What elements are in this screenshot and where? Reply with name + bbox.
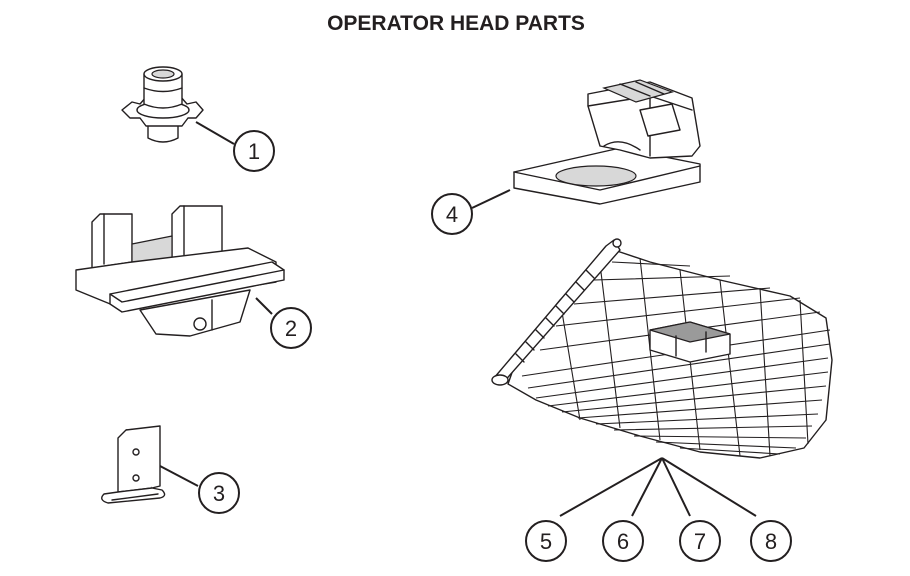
- callout-1-label: 1: [248, 139, 260, 164]
- callout-4-circle: [431, 193, 473, 235]
- callout-6-label: 6: [617, 529, 629, 554]
- callout-5-label: 5: [540, 529, 552, 554]
- callout-2-label: 2: [285, 316, 297, 341]
- callout-1-circle: [233, 130, 275, 172]
- callout-2-circle: [270, 307, 312, 349]
- callout-6-circle: [602, 520, 644, 562]
- bracket-clip-icon: [101, 425, 166, 504]
- operator-base-cover-icon: [513, 79, 701, 205]
- chain-assembly-icon: [491, 238, 833, 459]
- callout-4-leader: [471, 189, 511, 209]
- callout-7-label: 7: [694, 529, 706, 554]
- callout-1-leader: [195, 121, 235, 145]
- sprocket-icon: [121, 66, 204, 143]
- callout-3-label: 3: [213, 481, 225, 506]
- callout-4-label: 4: [446, 202, 458, 227]
- callout-5-circle: [525, 520, 567, 562]
- callout-8-circle: [750, 520, 792, 562]
- callout-5-8-leaders: [559, 457, 757, 517]
- callout-3-leader: [159, 465, 199, 487]
- callout-2-leader: [255, 297, 273, 315]
- callout-8-label: 8: [765, 529, 777, 554]
- page-title: OPERATOR HEAD PARTS: [327, 12, 585, 35]
- callout-7-circle: [679, 520, 721, 562]
- trolley-carriage-icon: [75, 205, 285, 337]
- callout-3-circle: [198, 472, 240, 514]
